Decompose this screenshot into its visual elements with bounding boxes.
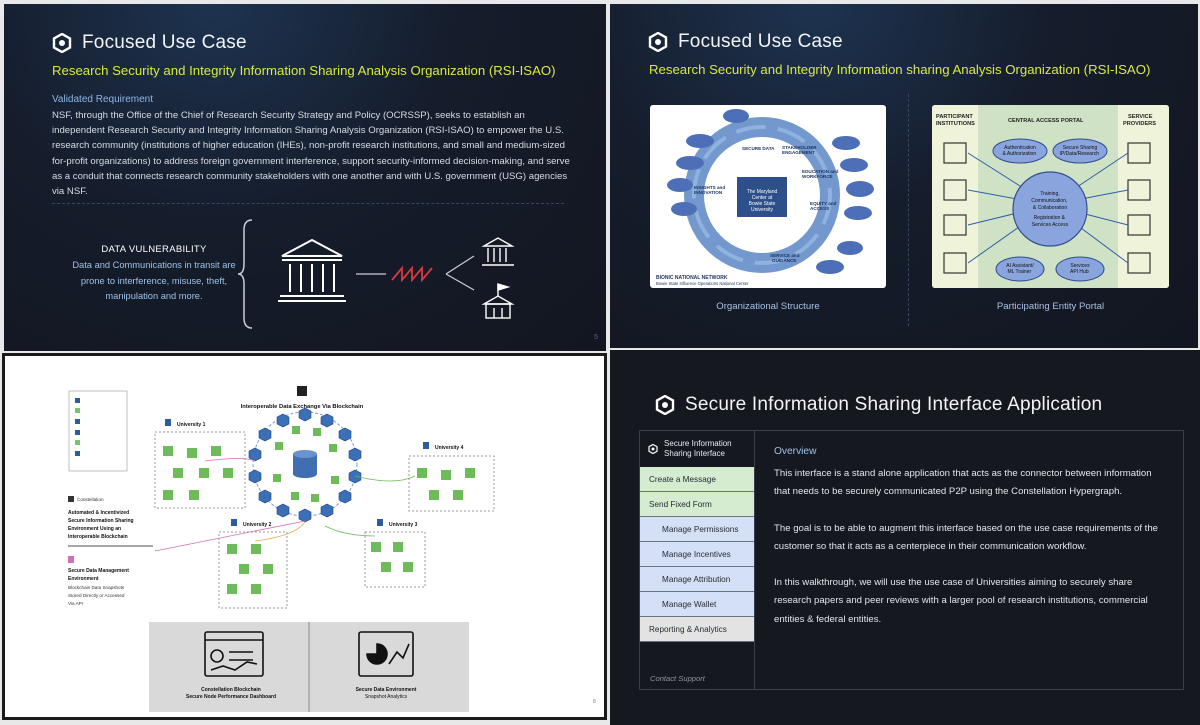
overview-body: This interface is a stand alone applicat… bbox=[774, 465, 1164, 647]
caption-participating-entity-portal: Participating Entity Portal bbox=[996, 301, 1105, 312]
dashboard-caption-1: Constellation Blockchain bbox=[201, 687, 261, 693]
org-footer-subtitle: Bowie State Influence Operations Nationa… bbox=[656, 281, 749, 286]
slide-secure-interface-app: Secure Information Sharing Interface App… bbox=[610, 350, 1200, 725]
menu-create-message[interactable]: Create a Message bbox=[640, 467, 754, 492]
data-vulnerability-diagram bbox=[237, 219, 515, 329]
slide-subtitle: Research Security and Integrity Informat… bbox=[52, 63, 556, 78]
overview-paragraph: The goal is to be able to augment this i… bbox=[774, 522, 1158, 552]
slide-focused-use-case-1: Focused Use Case Research Security and I… bbox=[4, 4, 606, 351]
overview-title: Overview bbox=[774, 446, 817, 457]
sidebar-header: Secure Information Sharing Interface bbox=[640, 431, 754, 467]
overview-paragraph: In this walkthrough, we will use the use… bbox=[774, 577, 1148, 625]
brace-icon bbox=[237, 219, 253, 329]
menu-reporting-analytics[interactable]: Reporting & Analytics bbox=[640, 617, 754, 642]
dashboard-monitor-icon bbox=[204, 631, 264, 677]
interference-zigzag-icon bbox=[391, 265, 433, 283]
slide-header: Focused Use Case bbox=[648, 31, 843, 53]
database-icon bbox=[68, 556, 74, 563]
menu-manage-attribution[interactable]: Manage Attribution bbox=[640, 567, 754, 592]
constellation-logo-icon bbox=[648, 443, 658, 455]
vulnerability-text: Data and Communications in transit are p… bbox=[72, 260, 236, 301]
constellation-logo-icon bbox=[52, 33, 72, 53]
analytics-caption-1: Secure Data Environment bbox=[356, 687, 417, 693]
page-number: 5 bbox=[594, 334, 598, 341]
svg-text:Authentication& Authorization: Authentication& Authorization Secure Sha… bbox=[1002, 145, 1100, 275]
database-icon bbox=[293, 450, 317, 478]
menu-manage-incentives[interactable]: Manage Incentives bbox=[640, 542, 754, 567]
secure-data-text: Blockchain Data Snapshots Stored Directl… bbox=[68, 585, 126, 606]
constellation-logo-icon bbox=[648, 32, 668, 52]
slide-blockchain-exchange: Interoperable Data Exchange Via Blockcha… bbox=[2, 353, 607, 720]
secure-data-title: Secure Data Management Environment bbox=[68, 568, 130, 582]
university-2: University 2 bbox=[218, 519, 288, 609]
slide-title: Secure Information Sharing Interface App… bbox=[685, 394, 1103, 415]
slide-title: Focused Use Case bbox=[82, 32, 247, 53]
divider bbox=[52, 203, 564, 204]
overview-paragraph: This interface is a stand alone applicat… bbox=[774, 468, 1152, 498]
government-building-icon bbox=[481, 237, 515, 266]
org-footer-title: BIONIC NATIONAL NETWORK bbox=[656, 275, 728, 281]
university-4: University 4 bbox=[408, 442, 495, 512]
svg-text:University 3: University 3 bbox=[389, 522, 418, 528]
diagram-title: Interoperable Data Exchange Via Blockcha… bbox=[241, 404, 364, 410]
menu-send-fixed-form[interactable]: Send Fixed Form bbox=[640, 492, 754, 517]
analytics-caption-2: Snapshot Analytics bbox=[365, 694, 408, 700]
university-1: University 1 bbox=[154, 419, 246, 509]
requirement-text: NSF, through the Office of the Chief of … bbox=[52, 110, 570, 198]
institution-building-icon bbox=[278, 238, 346, 302]
slide-subtitle: Research Security and Integrity Informat… bbox=[649, 62, 1151, 77]
slide-title: Focused Use Case bbox=[678, 31, 843, 52]
sidebar-title: Secure Information Sharing Interface bbox=[664, 439, 732, 458]
school-building-icon bbox=[481, 283, 515, 319]
slide-header: Focused Use Case bbox=[52, 32, 247, 54]
divider bbox=[908, 94, 909, 326]
caption-organizational-structure: Organizational Structure bbox=[716, 301, 820, 312]
constellation-logo-icon bbox=[68, 496, 74, 502]
svg-text:University 4: University 4 bbox=[435, 445, 464, 451]
menu-manage-wallet[interactable]: Manage Wallet bbox=[640, 592, 754, 617]
constellation-logo-icon bbox=[655, 395, 675, 415]
constellation-label: Constellation bbox=[77, 497, 104, 502]
menu-manage-permissions[interactable]: Manage Permissions bbox=[640, 517, 754, 542]
automated-text: Automated & Incentivized Secure Informat… bbox=[68, 510, 135, 540]
contact-support-link[interactable]: Contact Support bbox=[650, 674, 705, 683]
slide-focused-use-case-2: Focused Use Case Research Security and I… bbox=[610, 4, 1198, 348]
vulnerability-title: DATA VULNERABILITY bbox=[101, 244, 207, 255]
section-label: Validated Requirement bbox=[52, 94, 153, 105]
svg-text:University 2: University 2 bbox=[243, 522, 272, 528]
sidebar: Secure Information Sharing Interface Cre… bbox=[640, 431, 755, 689]
slide-header: Secure Information Sharing Interface App… bbox=[655, 394, 1102, 416]
analytics-chart-icon bbox=[358, 631, 414, 677]
dashboard-caption-2: Secure Node Performance Dashboard bbox=[186, 694, 276, 700]
interface-app-window: Secure Information Sharing Interface Cre… bbox=[639, 430, 1184, 690]
constellation-logo-icon bbox=[297, 386, 307, 396]
svg-text:University 1: University 1 bbox=[177, 422, 206, 428]
page-number: 8 bbox=[593, 699, 596, 705]
university-3: University 3 bbox=[364, 519, 426, 588]
